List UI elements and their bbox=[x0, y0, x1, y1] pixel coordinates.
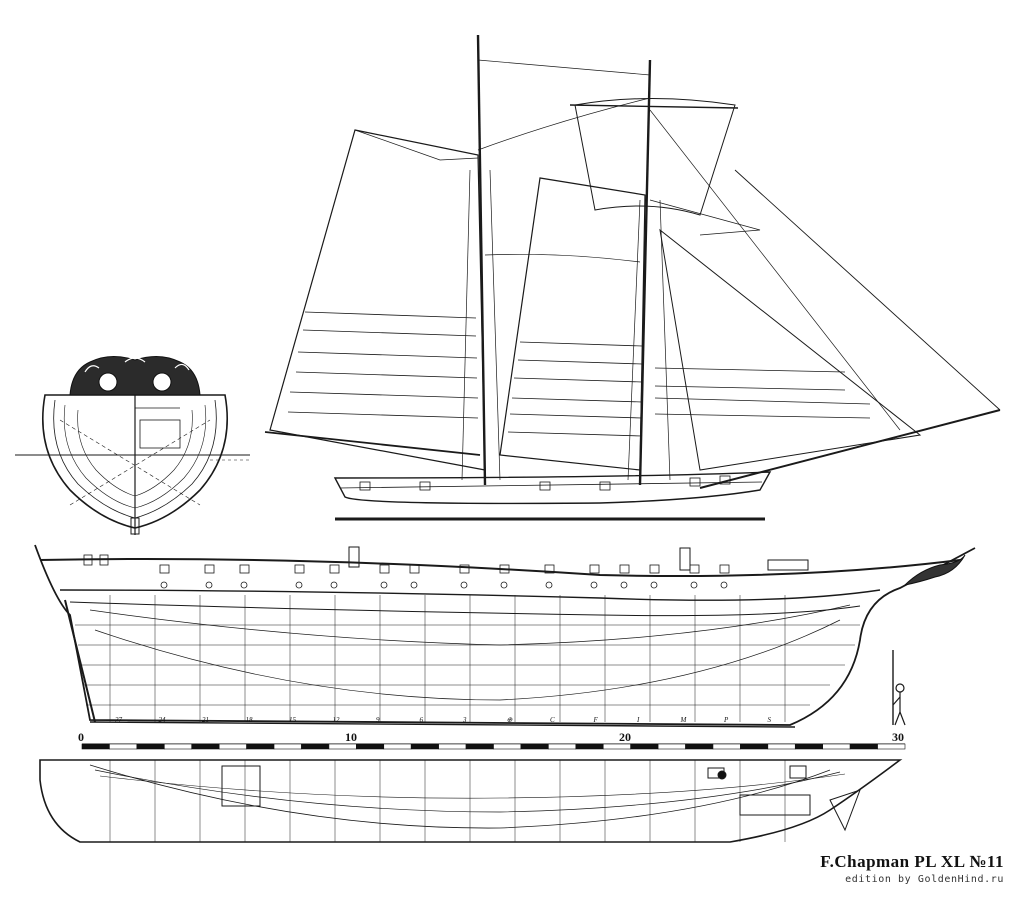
frame-mark: C bbox=[550, 716, 555, 724]
scale-label-20: 20 bbox=[619, 730, 631, 744]
scale-segment bbox=[383, 743, 412, 750]
frame-mark: 3 bbox=[462, 716, 467, 724]
scale-segment bbox=[822, 743, 851, 750]
plate-credit: edition by GoldenHind.ru bbox=[845, 874, 1004, 885]
scale-segment bbox=[81, 743, 110, 750]
frame-mark: 15 bbox=[289, 716, 297, 724]
scale-segment bbox=[301, 743, 330, 750]
scale-segment bbox=[356, 743, 385, 750]
frame-marks: 27 24 21 18 15 12 9 6 3 ⊕ C F I M P S bbox=[115, 716, 772, 724]
scale-segment bbox=[685, 743, 714, 750]
scale-segment bbox=[273, 743, 302, 750]
scale-segment bbox=[136, 743, 165, 750]
scale-label-10: 10 bbox=[345, 730, 357, 744]
scale-segment bbox=[246, 743, 275, 750]
human-scale-figure bbox=[892, 650, 906, 726]
scale-segment bbox=[767, 743, 796, 750]
scale-segment bbox=[164, 743, 193, 750]
scale-segment bbox=[602, 743, 631, 750]
frame-mark: 18 bbox=[246, 716, 254, 724]
frame-mark: S bbox=[768, 716, 772, 724]
scale-segment bbox=[410, 743, 439, 750]
scale-segment bbox=[740, 743, 769, 750]
frame-mark: 6 bbox=[420, 716, 424, 724]
body-plan-view bbox=[15, 356, 250, 535]
scale-label-0: 0 bbox=[78, 730, 84, 744]
frame-mark: F bbox=[593, 716, 599, 724]
scale-label-30: 30 bbox=[892, 730, 904, 744]
scale-segment bbox=[438, 743, 467, 750]
frame-mark: 12 bbox=[333, 716, 341, 724]
scale-segment bbox=[328, 743, 357, 750]
plate-caption: F.Chapman PL XL №11 edition by GoldenHin… bbox=[820, 852, 1004, 885]
scale-segment bbox=[218, 743, 247, 750]
frame-mark: P bbox=[723, 716, 729, 724]
frame-mark: 9 bbox=[376, 716, 380, 724]
scale-segment bbox=[191, 743, 220, 750]
scale-segment bbox=[630, 743, 659, 750]
scale-segment bbox=[548, 743, 577, 750]
frame-mark: ⊕ bbox=[507, 716, 513, 724]
scale-segment bbox=[712, 743, 741, 750]
frame-mark: M bbox=[680, 716, 688, 724]
scale-segment bbox=[493, 743, 522, 750]
scale-segment bbox=[849, 743, 878, 750]
scale-segment bbox=[520, 743, 549, 750]
frame-mark: 27 bbox=[115, 716, 123, 724]
profile-plan-view bbox=[34, 544, 976, 728]
scale-segment bbox=[657, 743, 686, 750]
sail-plan-view bbox=[264, 34, 1001, 521]
frame-mark: 21 bbox=[202, 716, 209, 724]
plate-title: F.Chapman PL XL №11 bbox=[820, 852, 1004, 871]
frame-mark: I bbox=[636, 716, 640, 724]
scale-segment bbox=[877, 743, 906, 750]
scale-segment bbox=[575, 743, 604, 750]
scale-segment bbox=[465, 743, 494, 750]
half-breadth-view bbox=[39, 759, 903, 843]
scale-segment bbox=[109, 743, 138, 750]
scale-segment bbox=[794, 743, 823, 750]
scale-bar: 0 10 20 30 bbox=[78, 730, 906, 750]
frame-mark: 24 bbox=[159, 716, 167, 724]
